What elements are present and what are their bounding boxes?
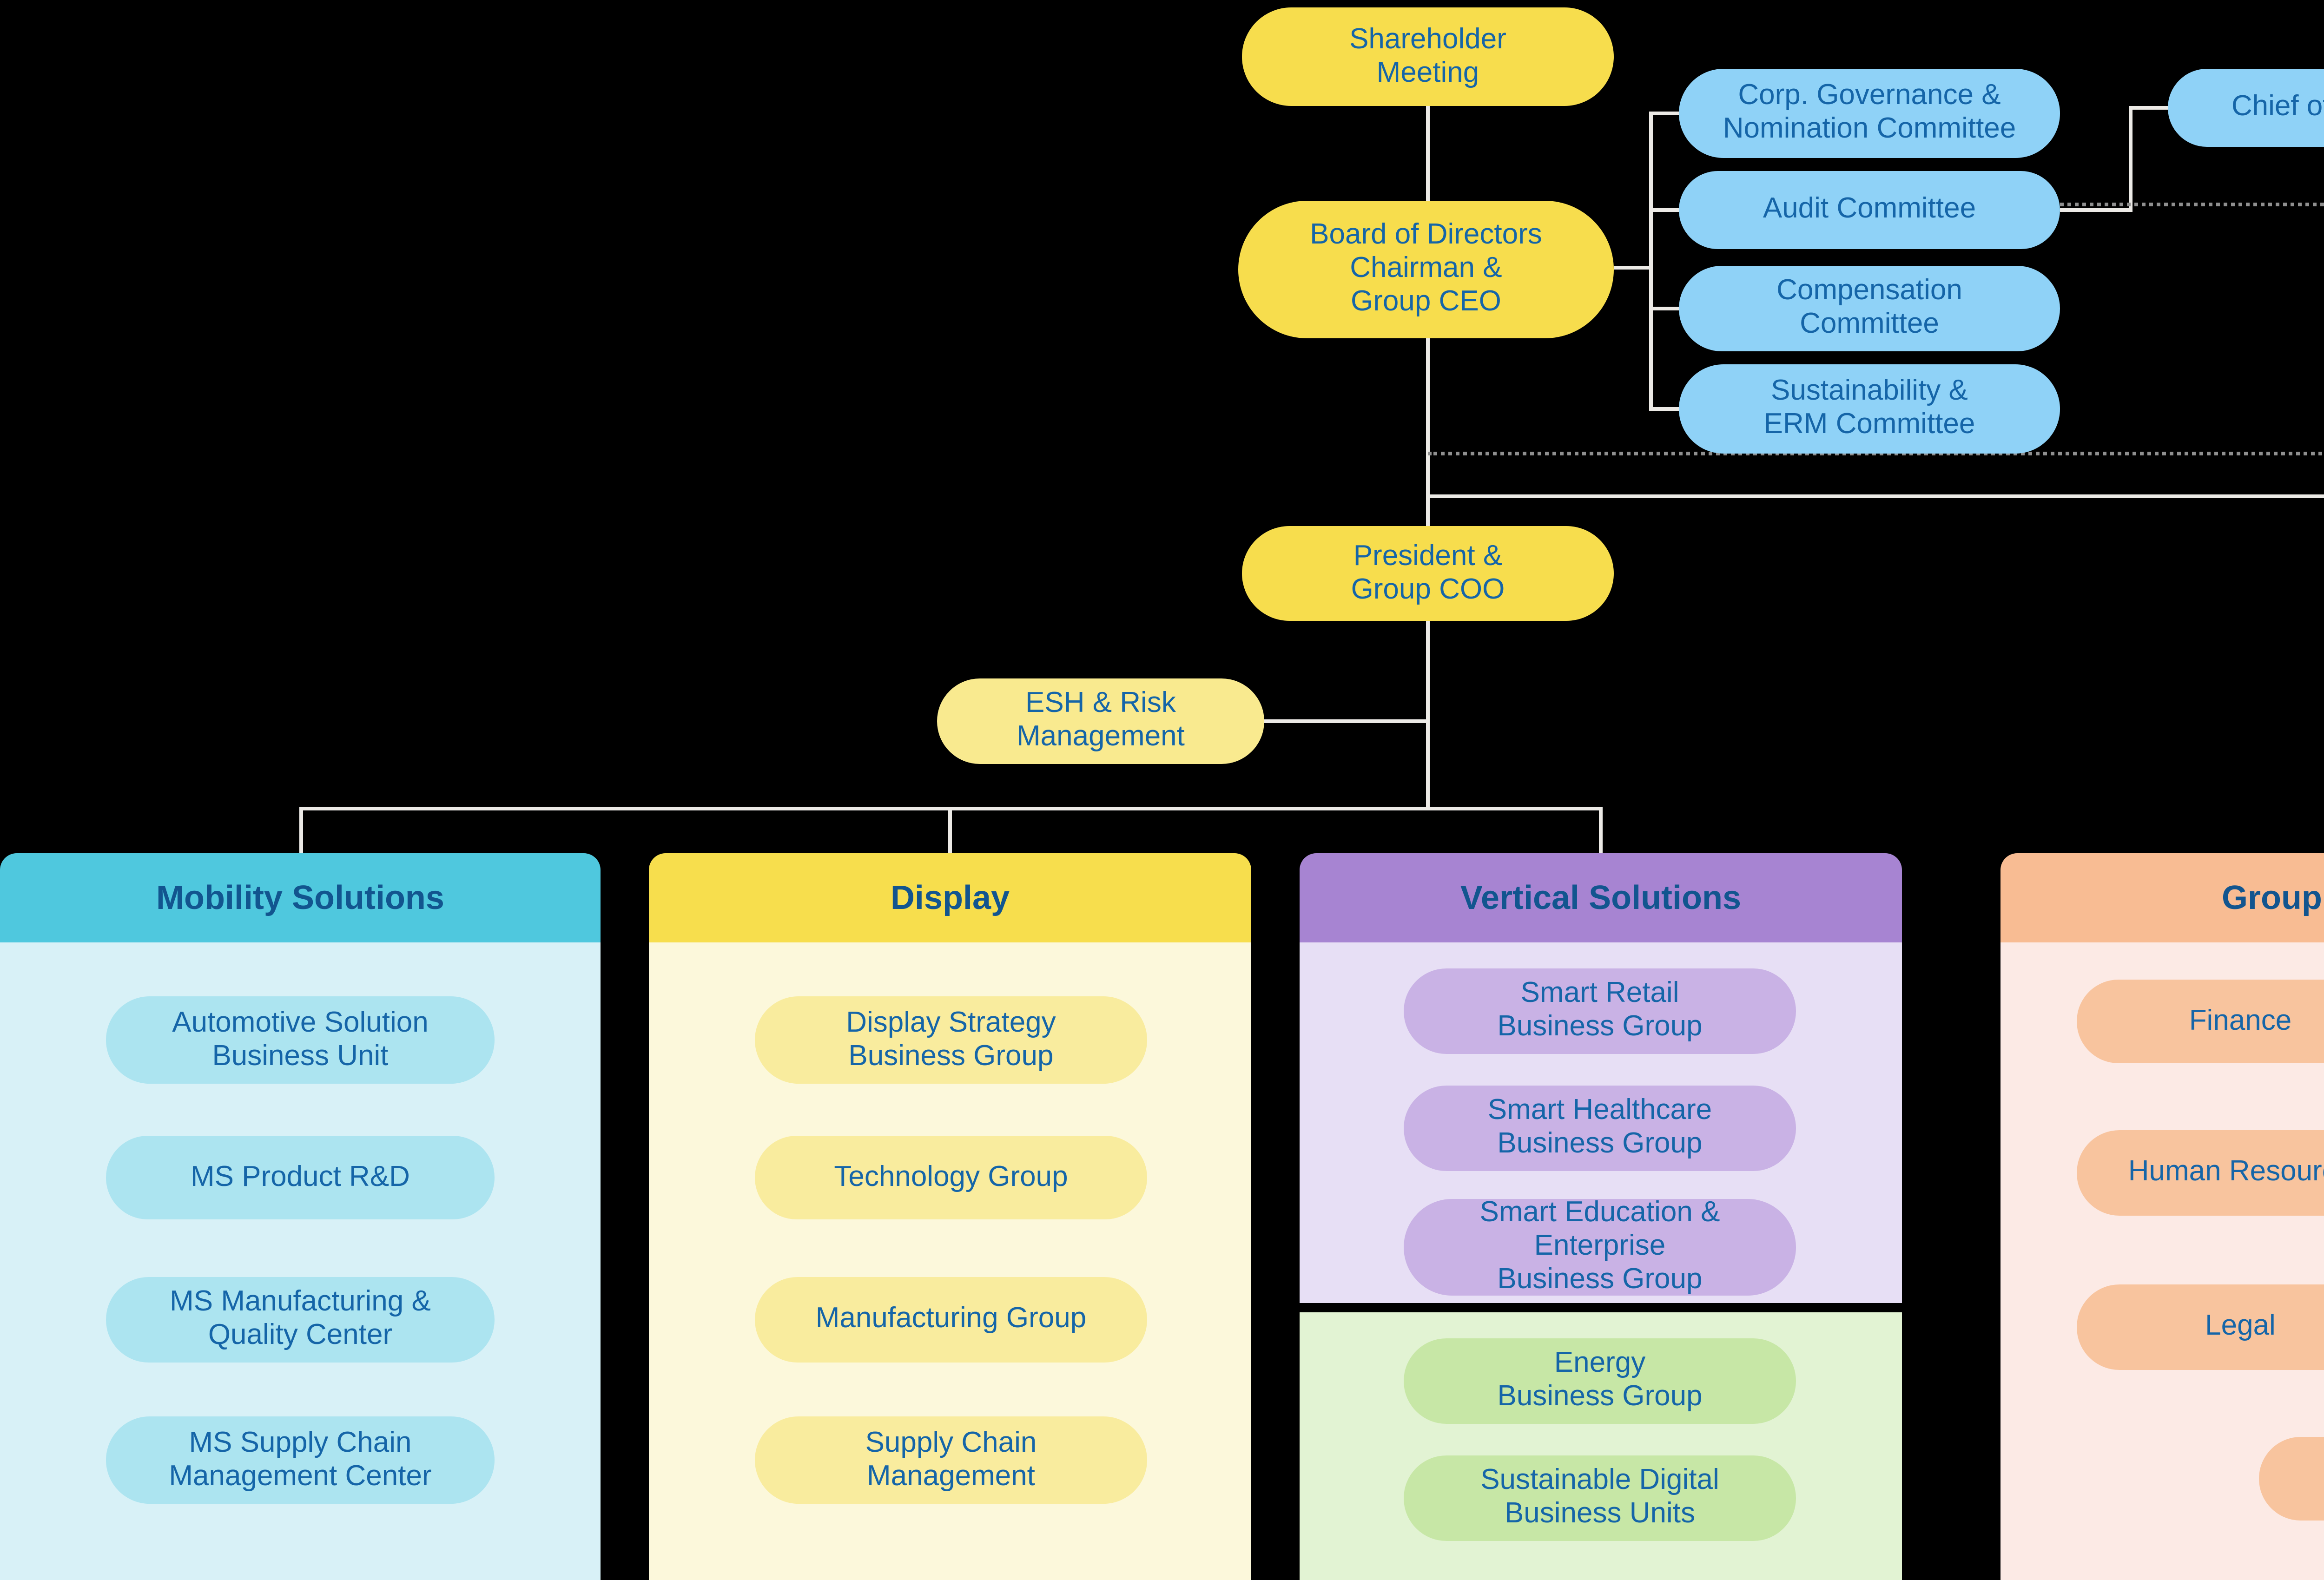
infra-item-human-resource: Human Resource [2077, 1130, 2324, 1216]
committee-audit: Audit Committee [1679, 171, 2060, 249]
display-item-manufacturing: Manufacturing Group [755, 1277, 1147, 1363]
connector-stub-corp-governance [1653, 112, 1679, 115]
vertical-header: Vertical Solutions [1300, 853, 1902, 942]
node-board-of-directors: Board of Directors Chairman & Group CEO [1238, 201, 1614, 338]
vertical-item-smart-retail: Smart Retail Business Group [1404, 968, 1796, 1054]
connector-president-units [1426, 619, 1430, 809]
node-president-coo: President & Group COO [1242, 526, 1614, 621]
display-item-supply-chain: Supply Chain Management [755, 1416, 1147, 1504]
committee-corp-governance: Corp. Governance & Nomination Committee [1679, 69, 2060, 158]
infra-item-auditing: Auditing [2259, 1437, 2324, 1521]
vertical-item-smart-healthcare: Smart Healthcare Business Group [1404, 1086, 1796, 1171]
vertical-item-energy: Energy Business Group [1404, 1338, 1796, 1424]
connector-audit-compliance-2 [2129, 106, 2133, 212]
infrastructure-header: Group Infrastructure Unit [2000, 853, 2324, 942]
node-chief-of-compliance: Chief of Compliance [2168, 69, 2324, 147]
connector-drop-vertical [1599, 810, 1603, 853]
connector-drop-mobility [299, 810, 303, 853]
connector-stub-audit [1653, 208, 1679, 212]
dotted-audit-to-edge [2060, 203, 2324, 206]
connector-infra-horizontal [1428, 494, 2324, 498]
mobility-item-automotive: Automotive Solution Business Unit [106, 996, 495, 1084]
node-shareholder-meeting: Shareholder Meeting [1242, 7, 1614, 106]
connector-stub-sustainability [1653, 407, 1679, 411]
connector-board-bracket [1614, 266, 1651, 270]
vertical-item-smart-education: Smart Education & Enterprise Business Gr… [1404, 1197, 1796, 1296]
connector-audit-compliance-3 [2133, 106, 2168, 110]
vertical-item-sustainable-digital: Sustainable Digital Business Units [1404, 1455, 1796, 1541]
connector-committee-bracket [1649, 112, 1653, 411]
connector-esh [1264, 719, 1428, 723]
display-header: Display [649, 853, 1251, 942]
connector-audit-compliance-1 [2060, 208, 2131, 212]
unit-mobility-solutions: Mobility Solutions Automotive Solution B… [0, 853, 601, 1580]
mobility-item-product-rd: MS Product R&D [106, 1136, 495, 1219]
mobility-item-supply-chain: MS Supply Chain Management Center [106, 1416, 495, 1504]
infra-item-finance: Finance [2077, 980, 2324, 1063]
connector-units-horizontal [299, 807, 1603, 810]
infra-item-legal: Legal [2077, 1284, 2324, 1370]
unit-vertical-solutions: Vertical Solutions Smart Retail Business… [1300, 853, 1902, 1580]
committee-compensation: Compensation Committee [1679, 266, 2060, 351]
node-esh-risk-management: ESH & Risk Management [937, 678, 1264, 764]
mobility-header: Mobility Solutions [0, 853, 601, 942]
connector-shareholder-board [1426, 104, 1430, 203]
unit-display: Display Display Strategy Business Group … [649, 853, 1251, 1580]
unit-group-infrastructure: Group Infrastructure Unit Finance Digita… [2000, 853, 2324, 1580]
connector-stub-compensation [1653, 307, 1679, 310]
connector-drop-display [948, 810, 952, 853]
dotted-compliance-to-trunk [1428, 452, 2324, 455]
connector-board-president [1426, 336, 1430, 528]
committee-sustainability-erm: Sustainability & ERM Committee [1679, 364, 2060, 454]
display-item-strategy: Display Strategy Business Group [755, 996, 1147, 1084]
mobility-item-manufacturing-quality: MS Manufacturing & Quality Center [106, 1277, 495, 1363]
display-item-technology: Technology Group [755, 1136, 1147, 1219]
